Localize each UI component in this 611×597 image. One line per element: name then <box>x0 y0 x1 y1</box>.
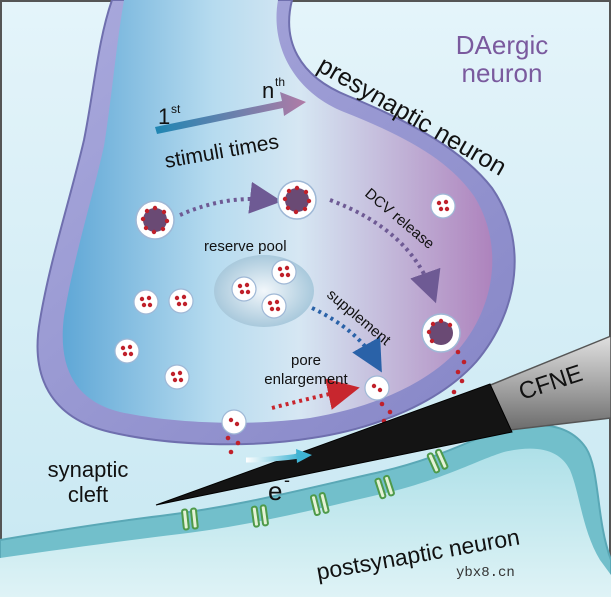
reserve-pool-label: reserve pool <box>204 238 287 255</box>
postsynaptic-interior <box>0 448 611 597</box>
nth-stimulus-suffix: th <box>275 75 285 89</box>
electron-arrowhead <box>296 449 312 463</box>
reserve-pool-region <box>214 255 314 327</box>
transport-arrow-icon <box>179 181 282 217</box>
stimuli-arrow-icon <box>155 92 306 134</box>
vesicle-icon <box>114 180 461 435</box>
synaptic-cleft-line1: synaptic <box>48 457 129 482</box>
electrode-icon <box>155 335 611 506</box>
electron-arrow-icon <box>245 453 301 463</box>
dcv-release-arrow-icon <box>329 198 441 304</box>
pore-label-line1: pore <box>291 352 321 369</box>
synaptic-cleft-line2: cleft <box>68 482 108 507</box>
daergic-label-line1: DAergic <box>456 30 548 60</box>
daergic-label-line2: neuron <box>462 58 543 88</box>
first-stimulus-number: 1 <box>158 104 170 129</box>
nth-stimulus-base: n <box>262 78 274 103</box>
pore-enlargement-arrow-icon <box>271 378 360 410</box>
supplement-arrow-icon <box>311 306 382 373</box>
electron-label-superscript: - <box>284 470 290 490</box>
pore-label-line2: enlargement <box>264 371 348 388</box>
first-stimulus-suffix: st <box>171 102 181 116</box>
receptor-icon <box>181 448 449 531</box>
electrode-tip <box>155 383 513 506</box>
electron-label: e <box>268 476 282 506</box>
watermark: ybx8.cn <box>456 565 515 581</box>
